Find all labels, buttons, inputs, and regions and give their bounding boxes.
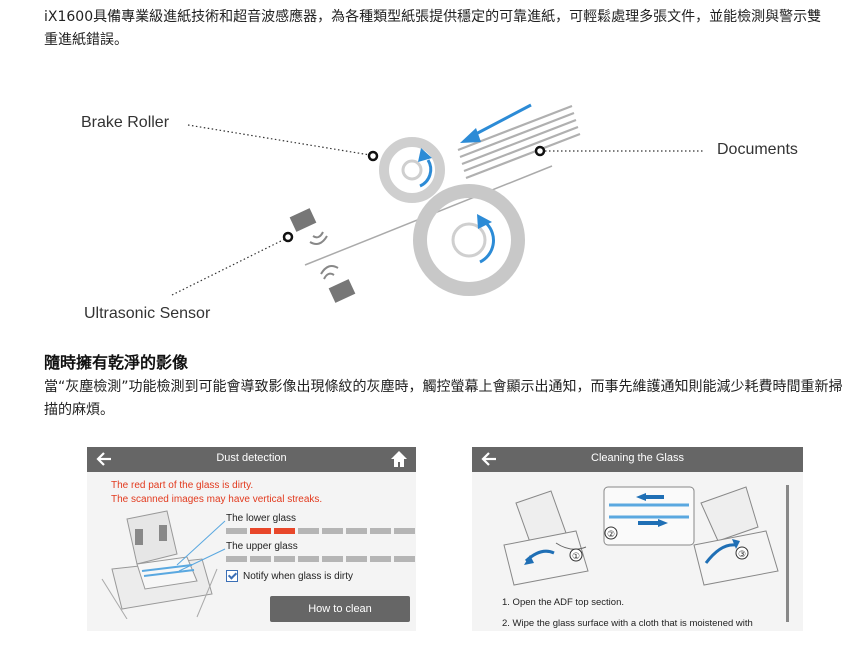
dirty-warning-line2: The scanned images may have vertical str… xyxy=(111,494,323,505)
scanner-illustration xyxy=(101,510,226,619)
glass-segment-clean xyxy=(346,528,367,534)
feed-roller-icon xyxy=(413,184,525,296)
ultrasonic-sensor-bottom-icon xyxy=(320,265,356,303)
glass-segment-clean xyxy=(250,556,271,562)
glass-segment-clean xyxy=(298,556,319,562)
step-circle-1: ① xyxy=(572,552,580,562)
back-arrow-icon[interactable] xyxy=(480,450,498,468)
notify-checkbox-row[interactable]: Notify when glass is dirty xyxy=(226,570,353,582)
upper-glass-bar xyxy=(226,556,415,562)
back-arrow-icon[interactable] xyxy=(95,450,113,468)
cleaning-glass-header: Cleaning the Glass xyxy=(472,447,803,472)
glass-segment-clean xyxy=(274,556,295,562)
feed-direction-arrow-icon xyxy=(460,103,532,143)
screen-title: Cleaning the Glass xyxy=(591,452,684,464)
glass-segment-dirty xyxy=(274,528,295,534)
lower-glass-bar xyxy=(226,528,415,534)
intro-paragraph: iX1600具備專業級進紙技術和超音波感應器，為各種類型紙張提供穩定的可靠進紙，… xyxy=(44,9,822,48)
dust-detection-screen: Dust detection The red part of the glass… xyxy=(87,447,416,631)
step-2-text: 2. Wipe the glass surface with a cloth t… xyxy=(502,618,753,629)
screen-title: Dust detection xyxy=(216,452,287,464)
home-icon[interactable] xyxy=(390,450,408,468)
glass-segment-clean xyxy=(226,528,247,534)
section-paragraph: 當“灰塵檢測”功能檢測到可能會導致影像出現條紋的灰塵時，觸控螢幕上會顯示出通知，… xyxy=(44,379,843,418)
scrollbar[interactable] xyxy=(786,485,789,622)
step-circle-3: ③ xyxy=(738,550,746,560)
glass-segment-dirty xyxy=(250,528,271,534)
document-sheets xyxy=(457,104,581,180)
lower-glass-label: The lower glass xyxy=(226,513,297,524)
glass-segment-clean xyxy=(394,528,415,534)
glass-segment-clean xyxy=(370,556,391,562)
step-1-text: 1. Open the ADF top section. xyxy=(502,597,624,608)
glass-segment-clean xyxy=(322,528,343,534)
brake-roller-label: Brake Roller xyxy=(81,114,170,131)
feeding-diagram xyxy=(171,103,704,303)
notify-checkbox[interactable] xyxy=(226,570,238,582)
upper-glass-label: The upper glass xyxy=(226,541,298,552)
cleaning-illustration: ① ② ③ xyxy=(503,486,779,586)
ultrasonic-sensor-top-icon xyxy=(289,208,328,245)
glass-segment-clean xyxy=(322,556,343,562)
glass-segment-clean xyxy=(370,528,391,534)
brake-roller-icon xyxy=(379,137,445,203)
how-to-clean-button[interactable]: How to clean xyxy=(270,596,410,622)
ultrasonic-sensor-label: Ultrasonic Sensor xyxy=(84,305,211,322)
step-circle-2: ② xyxy=(607,530,615,540)
cleaning-glass-screen: Cleaning the Glass ① ② ③ 1. Open the ADF… xyxy=(472,447,803,631)
documents-label: Documents xyxy=(717,141,798,158)
glass-segment-clean xyxy=(394,556,415,562)
dust-detection-header: Dust detection xyxy=(87,447,416,472)
glass-segment-clean xyxy=(346,556,367,562)
dirty-warning-line1: The red part of the glass is dirty. xyxy=(111,480,254,491)
glass-segment-clean xyxy=(226,556,247,562)
notify-label: Notify when glass is dirty xyxy=(243,570,354,582)
section-title: 隨時擁有乾淨的影像 xyxy=(44,353,189,372)
glass-segment-clean xyxy=(298,528,319,534)
